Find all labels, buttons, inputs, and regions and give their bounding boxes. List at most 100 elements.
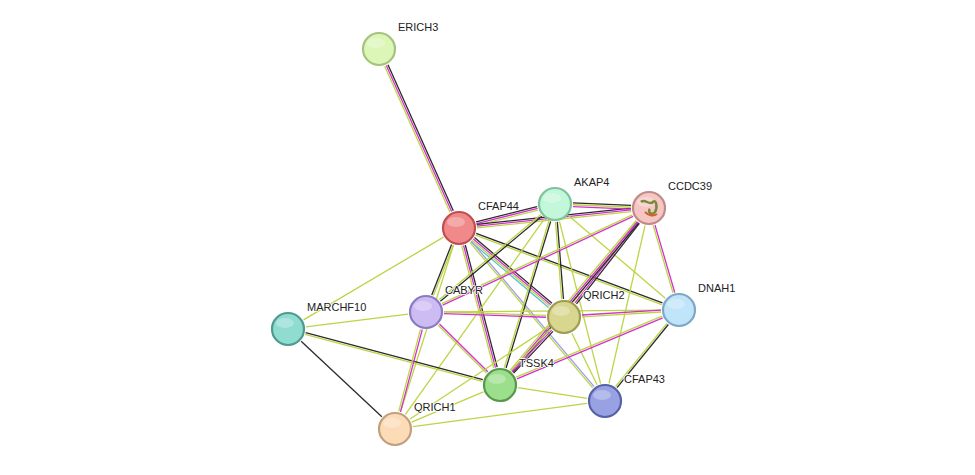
evidence-line	[516, 316, 662, 377]
node-circle	[484, 369, 516, 401]
protein-node: MARCHF10	[270, 311, 306, 347]
evidence-line	[303, 237, 443, 320]
protein-node: CABYR	[408, 294, 444, 330]
protein-node: ERICH3	[361, 31, 397, 67]
evidence-line	[306, 314, 408, 327]
node-circle	[589, 385, 621, 417]
node-circle	[539, 188, 571, 220]
evidence-line	[556, 222, 562, 299]
protein-node: QRICH2	[546, 299, 582, 335]
interaction-edge	[518, 388, 587, 399]
protein-label: ERICH3	[398, 21, 438, 34]
interaction-edge	[399, 329, 423, 412]
gloss	[488, 374, 506, 384]
interaction-edge	[301, 341, 382, 416]
node-circle	[410, 296, 442, 328]
interaction-edge	[412, 392, 484, 422]
interaction-edge	[400, 245, 453, 412]
interaction-edge	[462, 245, 497, 368]
protein-label: QRICH1	[414, 401, 456, 414]
evidence-line	[517, 318, 663, 379]
node-circle	[631, 190, 667, 226]
interaction-edge	[573, 203, 631, 209]
node-circle	[272, 313, 304, 345]
node-circle	[361, 31, 397, 67]
evidence-line	[518, 388, 587, 399]
protein-label: AKAP4	[574, 176, 609, 189]
evidence-line	[506, 221, 551, 368]
interaction-edge	[385, 65, 454, 213]
node-circle	[270, 311, 306, 347]
gloss	[667, 299, 685, 309]
node-circle	[482, 367, 518, 403]
protein-node: TSSK4	[482, 367, 518, 403]
interaction-edge	[653, 225, 675, 293]
protein-label: MARCHF10	[307, 301, 366, 314]
protein-label: CFAP43	[624, 373, 665, 386]
evidence-line	[512, 222, 638, 371]
evidence-line	[385, 66, 450, 212]
gloss	[383, 418, 401, 428]
protein-label: CFAP44	[478, 200, 519, 213]
node-circle	[663, 294, 695, 326]
evidence-line	[388, 65, 453, 211]
interaction-edge	[438, 324, 488, 373]
evidence-line	[386, 65, 451, 211]
gloss	[414, 301, 432, 311]
evidence-line	[410, 327, 549, 419]
evidence-line	[573, 207, 631, 209]
evidence-line	[439, 324, 487, 372]
gloss	[593, 390, 611, 400]
interaction-edge	[306, 314, 408, 327]
gloss	[367, 38, 385, 48]
evidence-line	[465, 245, 497, 367]
protein-label: QRICH2	[583, 289, 625, 302]
interaction-edge	[572, 333, 597, 385]
protein-node: CCDC39	[631, 190, 667, 226]
node-circle	[546, 299, 582, 335]
evidence-line	[305, 334, 482, 381]
protein-label: CCDC39	[668, 180, 712, 193]
gloss	[543, 193, 561, 203]
protein-node: QRICH1	[377, 411, 413, 447]
evidence-line	[582, 312, 661, 317]
evidence-line	[444, 314, 546, 318]
node-circle	[661, 292, 697, 328]
interaction-edge	[616, 323, 669, 387]
structure-icon	[645, 212, 657, 215]
node-circle	[443, 212, 475, 244]
node-circle	[377, 411, 413, 447]
protein-node: CFAP44	[441, 210, 477, 246]
interaction-edge	[510, 221, 639, 373]
evidence-line	[572, 333, 597, 385]
evidence-line	[400, 245, 453, 412]
node-circle	[441, 210, 477, 246]
protein-node: DNAH1	[661, 292, 697, 328]
protein-node: AKAP4	[537, 186, 573, 222]
gloss	[276, 318, 294, 328]
node-circle	[379, 413, 411, 445]
node-circle	[548, 301, 580, 333]
interaction-edge	[511, 329, 553, 373]
evidence-line	[655, 225, 675, 292]
interaction-edge	[516, 316, 662, 379]
gloss	[447, 217, 465, 227]
structure-icon	[641, 201, 656, 214]
interaction-edge	[303, 237, 443, 320]
node-circle	[587, 383, 623, 419]
evidence-line	[400, 330, 422, 412]
evidence-line	[616, 323, 667, 386]
gloss	[552, 306, 570, 316]
evidence-line	[653, 226, 673, 293]
interaction-edge	[444, 312, 546, 317]
protein-label: DNAH1	[698, 282, 735, 295]
protein-node: CFAP43	[587, 383, 623, 419]
evidence-line	[399, 329, 421, 411]
evidence-line	[617, 325, 668, 388]
interaction-edge	[582, 310, 661, 317]
evidence-line	[412, 392, 484, 422]
protein-label: TSSK4	[519, 357, 554, 370]
